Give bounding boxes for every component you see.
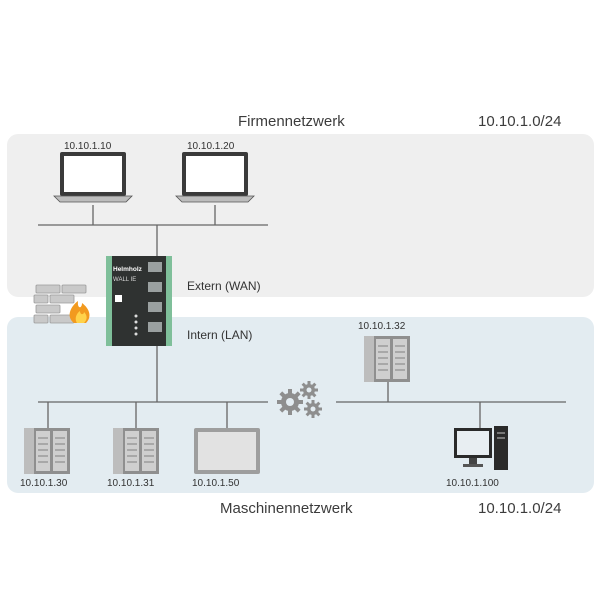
hmi-ip: 10.10.1.50 bbox=[192, 478, 240, 489]
plc-icon bbox=[364, 336, 410, 382]
pc-ip: 10.10.1.100 bbox=[446, 478, 499, 489]
device-model: WALL IE bbox=[113, 277, 136, 283]
laptop-2-ip: 10.10.1.20 bbox=[187, 141, 235, 152]
laptop-icon bbox=[175, 152, 255, 203]
network-lines bbox=[38, 205, 566, 428]
plc-2-ip: 10.10.1.31 bbox=[107, 478, 155, 489]
machine-zone-title: Maschinennetzwerk bbox=[220, 500, 353, 517]
gears-icon bbox=[277, 381, 322, 418]
desktop-pc-icon bbox=[454, 426, 508, 470]
wan-label: Extern (WAN) bbox=[187, 279, 261, 293]
machine-subnet: 10.10.1.0/24 bbox=[478, 500, 562, 517]
laptop-1-ip: 10.10.1.10 bbox=[64, 141, 112, 152]
firewall-device bbox=[106, 256, 172, 346]
firewall-icon bbox=[33, 284, 90, 324]
lan-label: Intern (LAN) bbox=[187, 328, 253, 342]
company-subnet: 10.10.1.0/24 bbox=[478, 113, 562, 130]
laptop-icon bbox=[53, 152, 133, 203]
plc-3-ip: 10.10.1.32 bbox=[358, 321, 406, 332]
device-brand: Helmholz bbox=[113, 266, 143, 273]
plc-1-ip: 10.10.1.30 bbox=[20, 478, 68, 489]
plc-icon bbox=[113, 428, 159, 474]
plc-icon bbox=[24, 428, 70, 474]
hmi-panel-icon bbox=[194, 428, 260, 474]
company-zone-title: Firmennetzwerk bbox=[238, 113, 345, 130]
